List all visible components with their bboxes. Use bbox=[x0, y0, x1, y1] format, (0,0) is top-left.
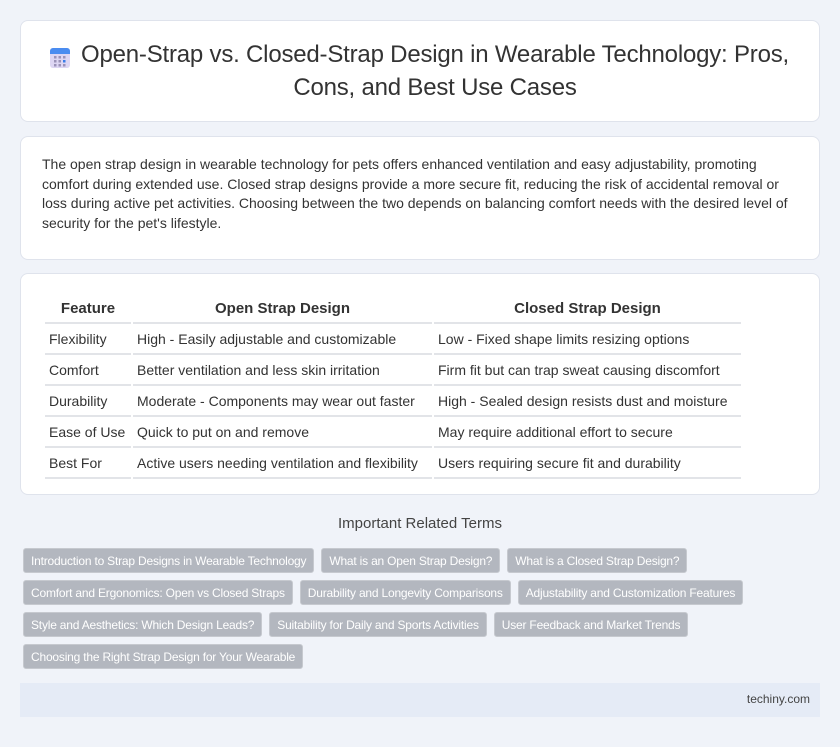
related-term-tag[interactable]: What is a Closed Strap Design? bbox=[507, 548, 688, 573]
open-strap-cell: Moderate - Components may wear out faste… bbox=[133, 386, 432, 417]
table-row: Flexibility High - Easily adjustable and… bbox=[45, 324, 741, 355]
calendar-icon bbox=[50, 48, 70, 68]
related-term-tag[interactable]: Durability and Longevity Comparisons bbox=[299, 580, 511, 605]
header-open-strap: Open Strap Design bbox=[133, 294, 432, 324]
header-feature: Feature bbox=[45, 294, 131, 324]
comparison-card: Feature Open Strap Design Closed Strap D… bbox=[20, 273, 820, 495]
page-title: Open-Strap vs. Closed-Strap Design in We… bbox=[80, 41, 789, 101]
open-strap-cell: High - Easily adjustable and customizabl… bbox=[133, 324, 432, 355]
open-strap-cell: Quick to put on and remove bbox=[133, 417, 432, 448]
table-row: Ease of Use Quick to put on and remove M… bbox=[45, 417, 741, 448]
feature-cell: Ease of Use bbox=[45, 417, 131, 448]
closed-strap-cell: High - Sealed design resists dust and mo… bbox=[434, 386, 741, 417]
related-term-tag[interactable]: What is an Open Strap Design? bbox=[321, 548, 501, 573]
summary-card: The open strap design in wearable techno… bbox=[20, 136, 820, 260]
header-card: Open-Strap vs. Closed-Strap Design in We… bbox=[20, 20, 820, 122]
related-term-tag[interactable]: User Feedback and Market Trends bbox=[493, 612, 689, 637]
site-link[interactable]: techiny.com bbox=[746, 692, 810, 706]
summary-text: The open strap design in wearable techno… bbox=[42, 156, 788, 231]
related-term-tag[interactable]: Suitability for Daily and Sports Activit… bbox=[269, 612, 487, 637]
closed-strap-cell: May require additional effort to secure bbox=[434, 417, 741, 448]
open-strap-cell: Better ventilation and less skin irritat… bbox=[133, 355, 432, 386]
related-term-tag[interactable]: Comfort and Ergonomics: Open vs Closed S… bbox=[23, 580, 293, 605]
closed-strap-cell: Firm fit but can trap sweat causing disc… bbox=[434, 355, 741, 386]
header-closed-strap: Closed Strap Design bbox=[434, 294, 741, 324]
feature-cell: Flexibility bbox=[45, 324, 131, 355]
feature-cell: Durability bbox=[45, 386, 131, 417]
table-row: Best For Active users needing ventilatio… bbox=[45, 448, 741, 479]
open-strap-cell: Active users needing ventilation and fle… bbox=[133, 448, 432, 479]
feature-cell: Comfort bbox=[45, 355, 131, 386]
closed-strap-cell: Low - Fixed shape limits resizing option… bbox=[434, 324, 741, 355]
feature-cell: Best For bbox=[45, 448, 131, 479]
related-term-tag[interactable]: Choosing the Right Strap Design for Your… bbox=[23, 644, 304, 669]
table-row: Durability Moderate - Components may wea… bbox=[45, 386, 741, 417]
related-terms-list: Introduction to Strap Designs in Wearabl… bbox=[23, 548, 813, 669]
related-term-tag[interactable]: Adjustability and Customization Features bbox=[517, 580, 744, 605]
related-terms-heading: Important Related Terms bbox=[338, 515, 502, 532]
table-header-row: Feature Open Strap Design Closed Strap D… bbox=[45, 294, 741, 324]
table-row: Comfort Better ventilation and less skin… bbox=[45, 355, 741, 386]
related-term-tag[interactable]: Introduction to Strap Designs in Wearabl… bbox=[23, 548, 315, 573]
closed-strap-cell: Users requiring secure fit and durabilit… bbox=[434, 448, 741, 479]
comparison-table: Feature Open Strap Design Closed Strap D… bbox=[43, 294, 743, 479]
footer: techiny.com bbox=[20, 683, 820, 717]
related-term-tag[interactable]: Style and Aesthetics: Which Design Leads… bbox=[23, 612, 263, 637]
